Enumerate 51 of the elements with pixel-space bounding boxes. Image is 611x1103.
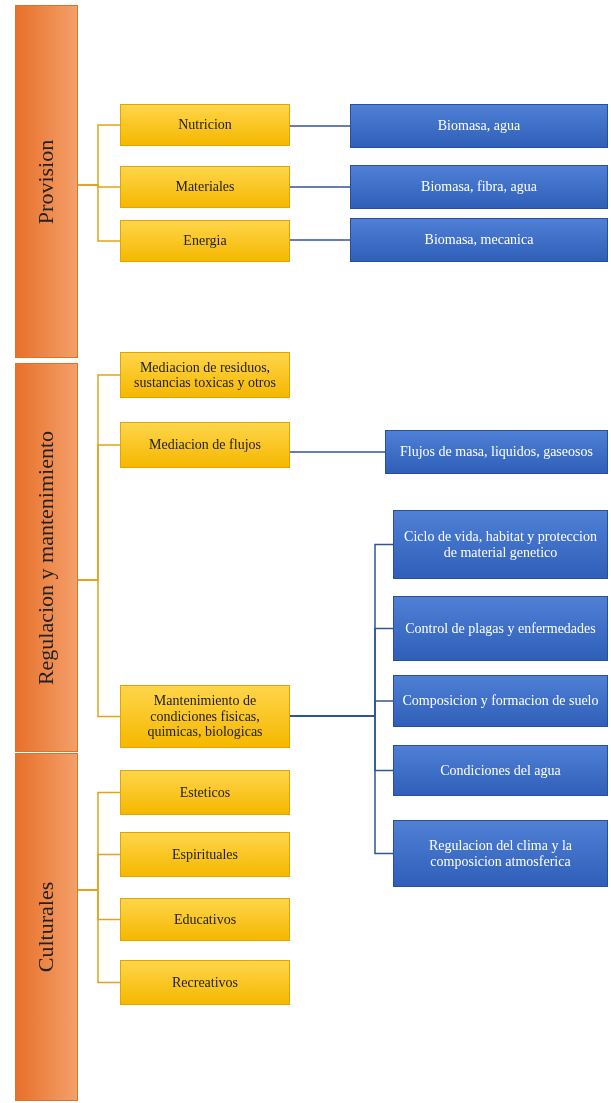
category-label: Culturales (33, 881, 60, 973)
service-box (120, 422, 290, 468)
example-box (393, 510, 608, 579)
service-box (120, 960, 290, 1005)
box-text: Materiales (175, 179, 235, 195)
box-text: Mediacion de flujos (149, 437, 261, 453)
example-box (350, 218, 608, 262)
box-text: Control de plagas y enfermedades (405, 620, 596, 637)
box-text: Recreativos (171, 974, 239, 991)
category-label: Regulacion y mantenimiento (33, 430, 60, 685)
box-text: Condiciones del agua (440, 762, 561, 779)
box-text: Biomasa, agua (437, 118, 521, 134)
service-box (120, 770, 290, 815)
service-box (120, 104, 290, 146)
connector-line (289, 239, 351, 241)
example-box (350, 104, 608, 148)
connector-line (289, 186, 351, 188)
box-text: Regulacion del clima y la composicion atmosferica (427, 838, 574, 869)
connector-line (77, 579, 121, 718)
box-text: Mantenimiento de condiciones fisicas, quimicas, biologicas (146, 693, 264, 740)
service-box (120, 898, 290, 941)
service-box (120, 220, 290, 262)
connector-line (77, 184, 121, 242)
box-text: Educativos (173, 911, 237, 928)
service-box (120, 832, 290, 877)
box-text: Composicion y formacion de suelo (402, 693, 599, 709)
example-box (350, 165, 608, 209)
box-text: Biomasa, fibra, agua (421, 179, 537, 195)
connector-line (289, 451, 386, 453)
box-text: Esteticos (179, 784, 231, 801)
example-box (393, 820, 608, 887)
category-label: Provision (33, 139, 60, 224)
box-text: Energia (183, 233, 227, 249)
service-box (120, 166, 290, 208)
example-box (393, 675, 608, 727)
box-text: Biomasa, mecanica (424, 232, 534, 248)
category-bar (15, 5, 78, 358)
category-bar (15, 363, 78, 752)
box-text: Espirituales (171, 846, 239, 863)
box-text: Nutricion (178, 117, 232, 133)
connector-line (289, 715, 394, 855)
example-box (385, 430, 608, 474)
box-text: Ciclo de vida, habitat y proteccion de material genetico (403, 529, 598, 560)
example-box (393, 745, 608, 796)
category-bar (15, 753, 78, 1101)
connector-line (289, 125, 351, 127)
box-text: Flujos de masa, liquidos, gaseosos (400, 444, 593, 460)
box-text: Mediacion de residuos, sustancias toxicas y otros (133, 359, 277, 391)
example-box (393, 596, 608, 661)
service-box (120, 685, 290, 748)
service-box (120, 352, 290, 398)
